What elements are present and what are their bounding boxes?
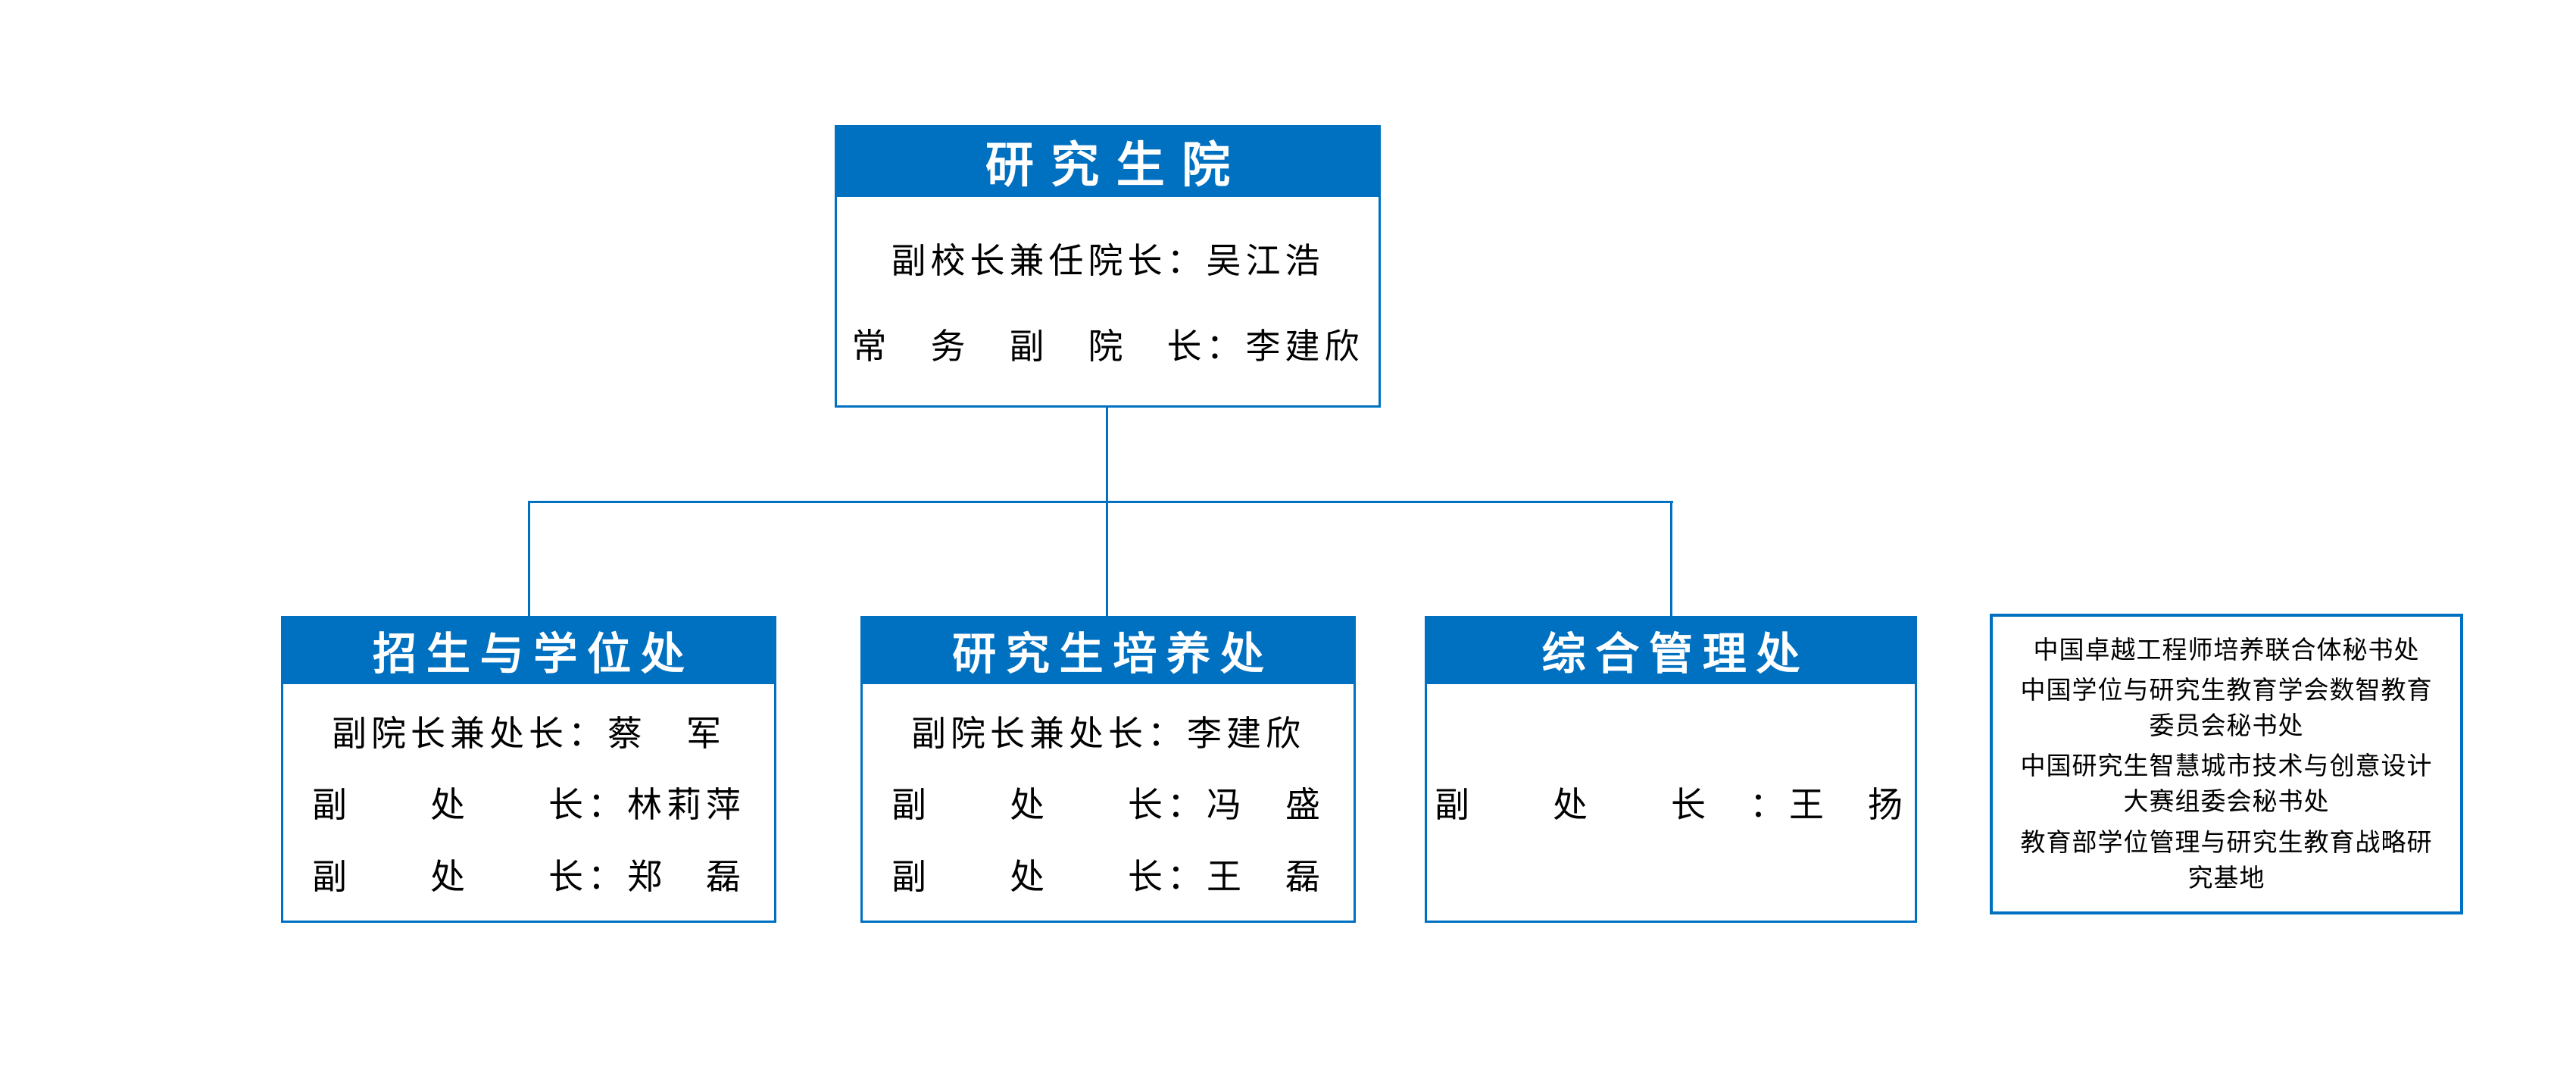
root-box-graduate-school: 研究生院 副校长兼任院长：吴江浩 常 务 副 院 长：李建欣	[835, 125, 1381, 408]
root-box-body: 副校长兼任院长：吴江浩 常 务 副 院 长：李建欣	[835, 197, 1381, 408]
dept-box-admissions-degrees: 招生与学位处 副院长兼处长：蔡 军 副 处 长：林莉萍 副 处 长：郑 磊	[281, 616, 776, 923]
dept-box-header: 研究生培养处	[860, 616, 1356, 684]
dept-box-line: 副 处 长：王 磊	[891, 856, 1325, 896]
dept-box-line: 副院长兼处长：蔡 军	[332, 713, 726, 753]
affiliated-office-item: 中国卓越工程师培养联合体秘书处	[2033, 635, 2420, 664]
root-box-header: 研究生院	[835, 125, 1381, 197]
root-box-line: 常 务 副 院 长：李建欣	[851, 327, 1364, 367]
root-box-line: 副校长兼任院长：吴江浩	[891, 240, 1325, 280]
dept-box-line: 副院长兼处长：李建欣	[911, 713, 1305, 753]
dept-box-title: 招生与学位处	[373, 630, 695, 679]
dept-box-title: 综合管理处	[1541, 630, 1810, 679]
dept-box-header: 综合管理处	[1425, 616, 1917, 684]
connector-root-vertical	[1106, 408, 1108, 503]
connector-horizontal-bus	[528, 501, 1673, 503]
root-box-title: 研究生院	[985, 137, 1247, 192]
connector-left-vertical	[528, 501, 530, 616]
dept-box-line: 副 处 长 ：王 扬	[1435, 785, 1907, 824]
dept-box-body: 副 处 长 ：王 扬	[1425, 684, 1917, 923]
connector-middle-vertical	[1106, 501, 1108, 616]
dept-box-line: 副 处 长：冯 盛	[891, 785, 1325, 824]
affiliated-office-item: 教育部学位管理与研究生教育战略研究基地	[2020, 827, 2433, 892]
dept-box-body: 副院长兼处长：蔡 军 副 处 长：林莉萍 副 处 长：郑 磊	[281, 684, 776, 923]
dept-box-header: 招生与学位处	[281, 616, 776, 684]
dept-box-body: 副院长兼处长：李建欣 副 处 长：冯 盛 副 处 长：王 磊	[860, 684, 1356, 923]
affiliated-office-item: 中国学位与研究生教育学会数智教育委员会秘书处	[2020, 676, 2433, 739]
dept-box-line: 副 处 长：林莉萍	[312, 785, 745, 824]
dept-box-general-management: 综合管理处 副 处 长 ：王 扬	[1425, 616, 1917, 923]
affiliated-office-item: 中国研究生智慧城市技术与创意设计大赛组委会秘书处	[2020, 752, 2433, 816]
dept-box-title: 研究生培养处	[952, 630, 1274, 679]
dept-box-graduate-training: 研究生培养处 副院长兼处长：李建欣 副 处 长：冯 盛 副 处 长：王 磊	[860, 616, 1356, 923]
affiliated-offices-box: 中国卓越工程师培养联合体秘书处 中国学位与研究生教育学会数智教育委员会秘书处 中…	[1990, 614, 2463, 914]
connector-right-vertical	[1670, 501, 1672, 616]
dept-box-line: 副 处 长：郑 磊	[312, 856, 745, 896]
